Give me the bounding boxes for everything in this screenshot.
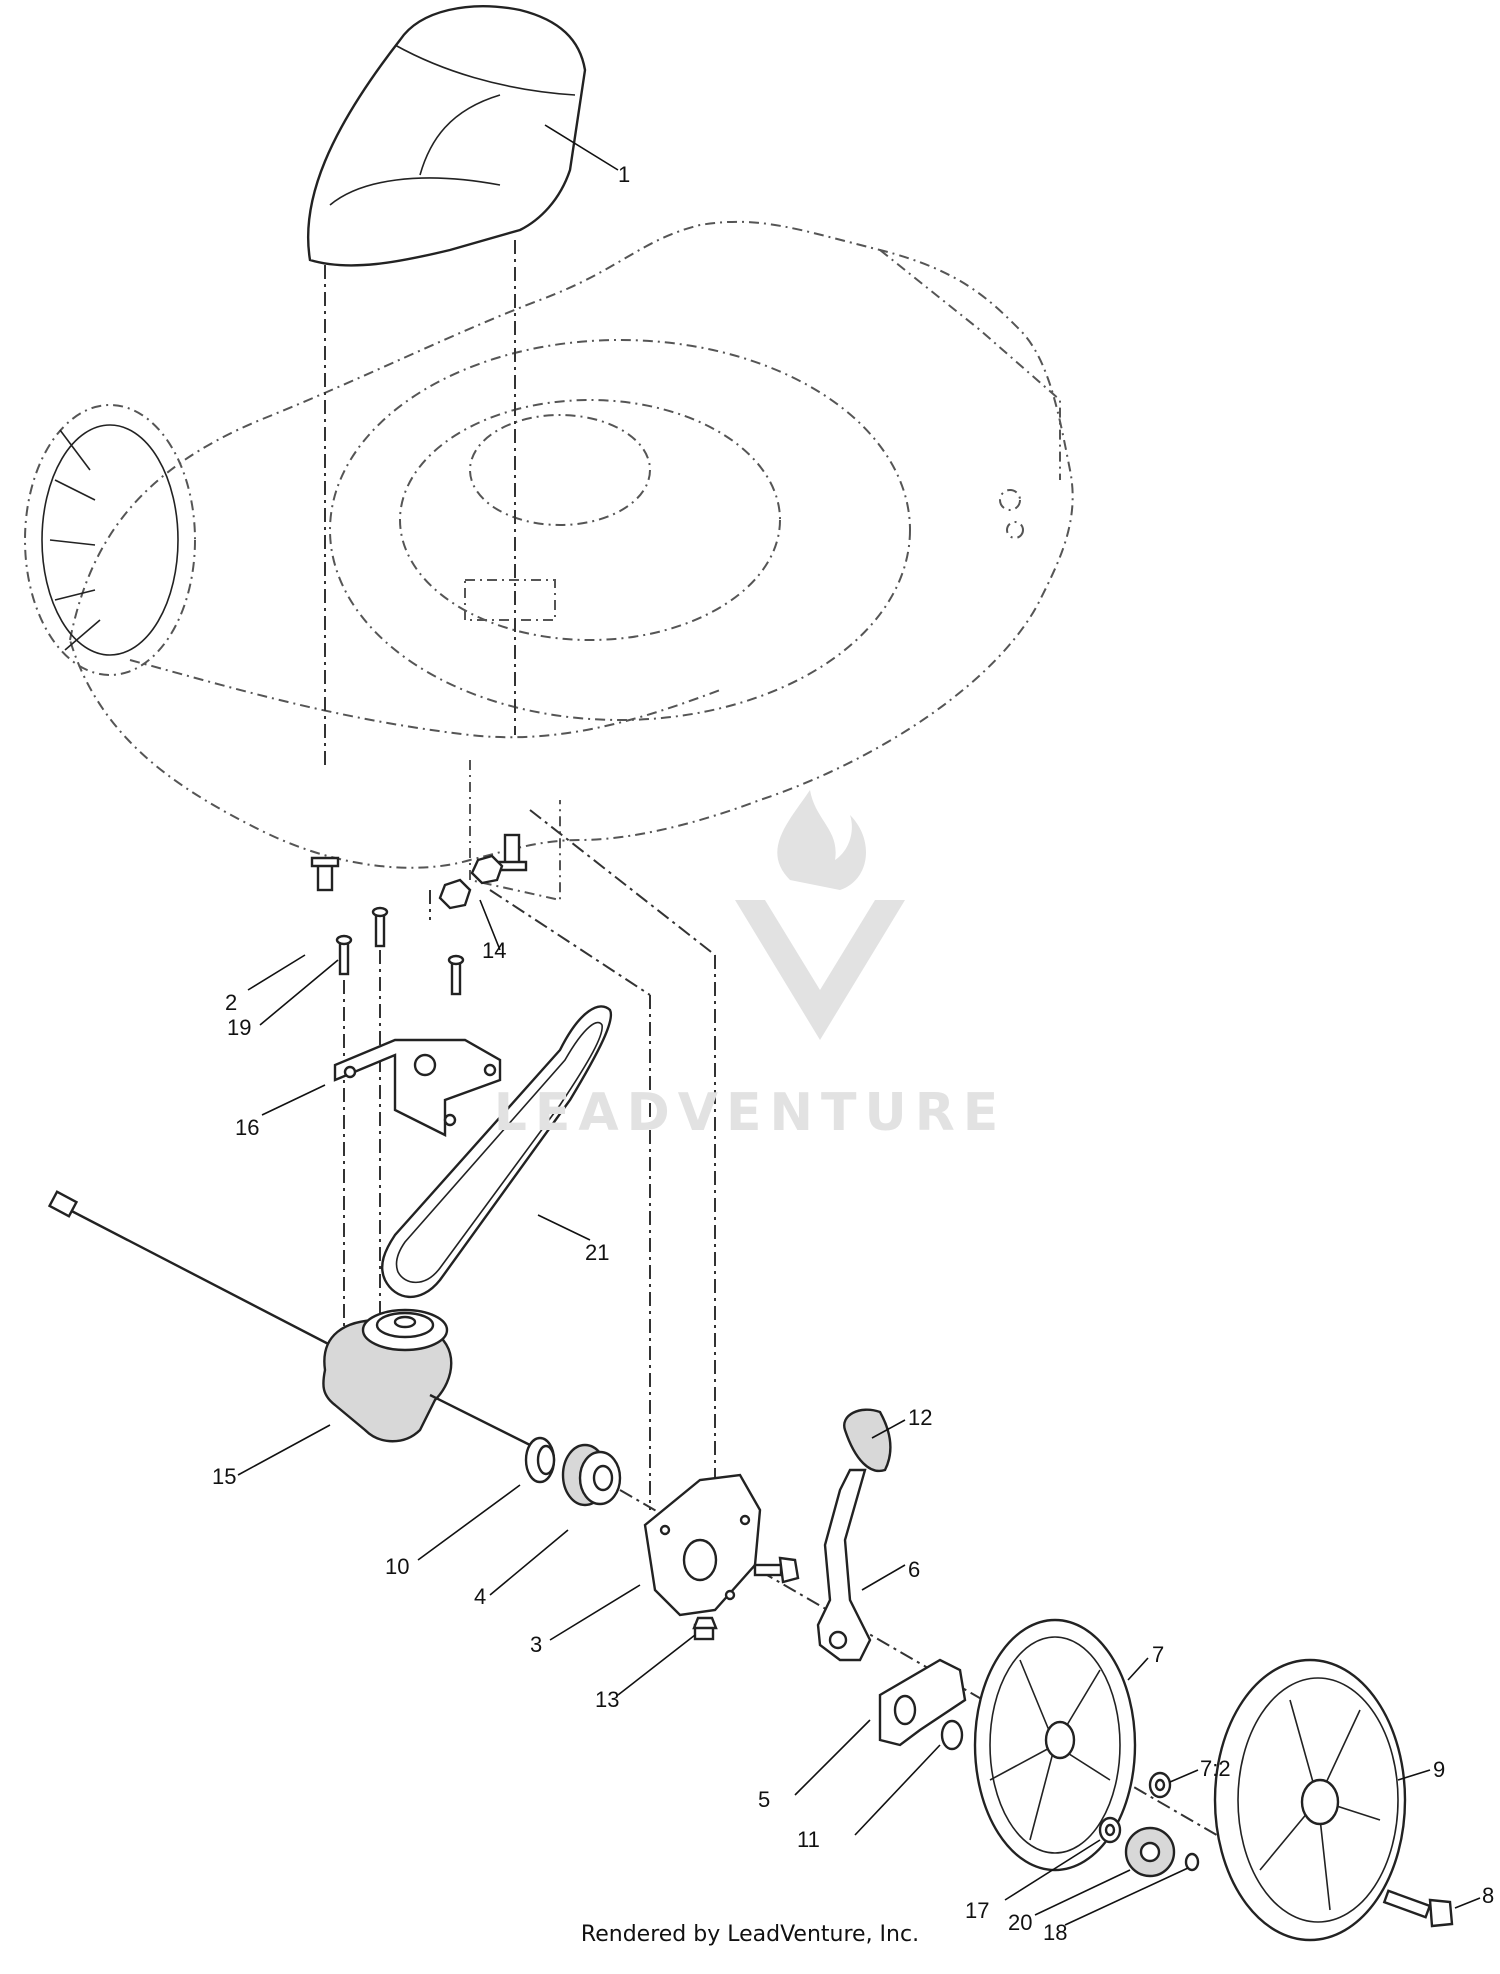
rendered-by-footer: Rendered by LeadVenture, Inc. [580,1922,920,1947]
part-15-transmission [47,1190,541,1452]
callout-10: 10 [385,1554,409,1579]
part-11-clip [940,1719,964,1751]
callout-18: 18 [1043,1920,1067,1945]
callout-7: 7 [1152,1642,1164,1667]
mower-deck-outline [68,220,1074,902]
part-3-plate [643,1473,762,1617]
callout-21: 21 [585,1240,609,1265]
callout-1: 1 [618,162,630,187]
callout-3: 3 [530,1632,542,1657]
part-9-wheel [1213,1658,1407,1942]
callout-7-2: 7:2 [1200,1756,1231,1781]
callout-11: 11 [797,1827,820,1852]
leader-lines [237,124,1481,1926]
part-10-bushing [524,1436,556,1484]
part-20-gear [1124,1826,1176,1878]
part-12-knob [843,1408,892,1473]
callout-12: 12 [908,1405,932,1430]
part-16-bracket [333,1038,502,1137]
callout-16: 16 [235,1115,259,1140]
part-7-2-washer [1148,1771,1172,1799]
callout-14: 14 [482,938,506,963]
part-1-cover [306,5,587,267]
part-6-lever [816,1468,872,1662]
assembly-line [489,889,651,996]
part-8-bolt [1382,1889,1454,1928]
callout-2: 2 [225,990,237,1015]
callout-17: 17 [965,1898,989,1923]
part-5-bracket [878,1658,967,1747]
part-13-bolt [692,1556,800,1641]
callout-numbers: 1 2 3 4 5 6 7 7:2 8 9 10 11 12 13 14 15 … [212,162,1494,1945]
part-19-screws [335,906,465,996]
rear-wheel-phantom [24,404,196,676]
callout-8: 8 [1482,1883,1494,1908]
watermark-text: LEADVENTURE [494,1083,1007,1143]
callout-15: 15 [212,1464,236,1489]
callout-19: 19 [227,1015,251,1040]
callout-6: 6 [908,1557,920,1582]
assembly-line [529,809,716,956]
callout-4: 4 [474,1584,486,1609]
callout-9: 9 [1433,1757,1445,1782]
part-7-wheel-cover [973,1618,1137,1872]
fasteners-deck [310,833,528,910]
part-21-belt [381,1005,613,1299]
part-18-ring [1184,1852,1200,1872]
callout-20: 20 [1008,1910,1032,1935]
part-17-washer [1098,1816,1122,1844]
part-4-bearing [561,1443,622,1507]
leadventure-watermark: LEADVENTURE [494,790,1007,1143]
callout-13: 13 [595,1687,619,1712]
callout-5: 5 [758,1787,770,1812]
